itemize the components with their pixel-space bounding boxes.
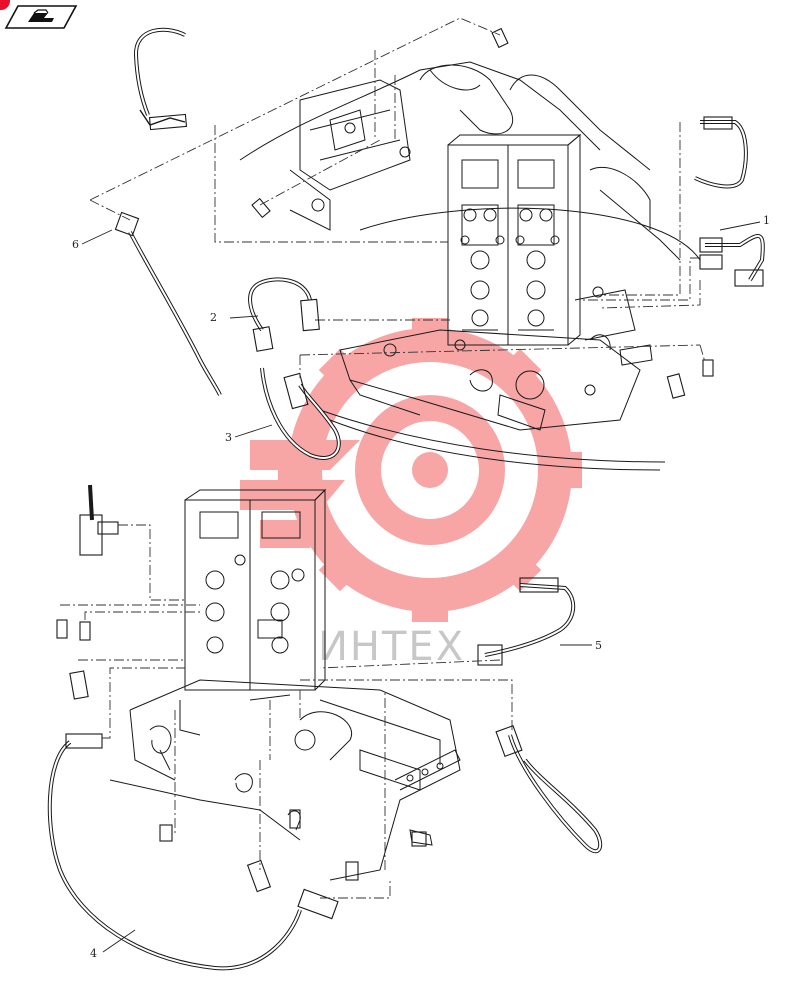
callout-2[interactable]: 2 [210, 311, 217, 324]
gear-target-logo-icon [240, 318, 582, 622]
view-badge[interactable] [4, 4, 78, 30]
callout-4[interactable]: 4 [90, 947, 97, 960]
lower-assembly [109, 488, 461, 881]
assembly-leaders [60, 17, 706, 899]
callout-labels [81, 221, 761, 953]
callout-3[interactable]: 3 [225, 431, 232, 444]
book-eye-icon [4, 5, 78, 29]
callout-5[interactable]: 5 [595, 639, 602, 652]
watermark-text: ИНТЕХ [318, 624, 465, 670]
callout-1[interactable]: 1 [763, 214, 770, 227]
hoses [47, 27, 765, 971]
corner-marker [0, 0, 10, 10]
upper-assembly [239, 61, 701, 471]
callout-6[interactable]: 6 [72, 238, 79, 251]
watermark-logo: ИНТЕХ [240, 318, 582, 670]
